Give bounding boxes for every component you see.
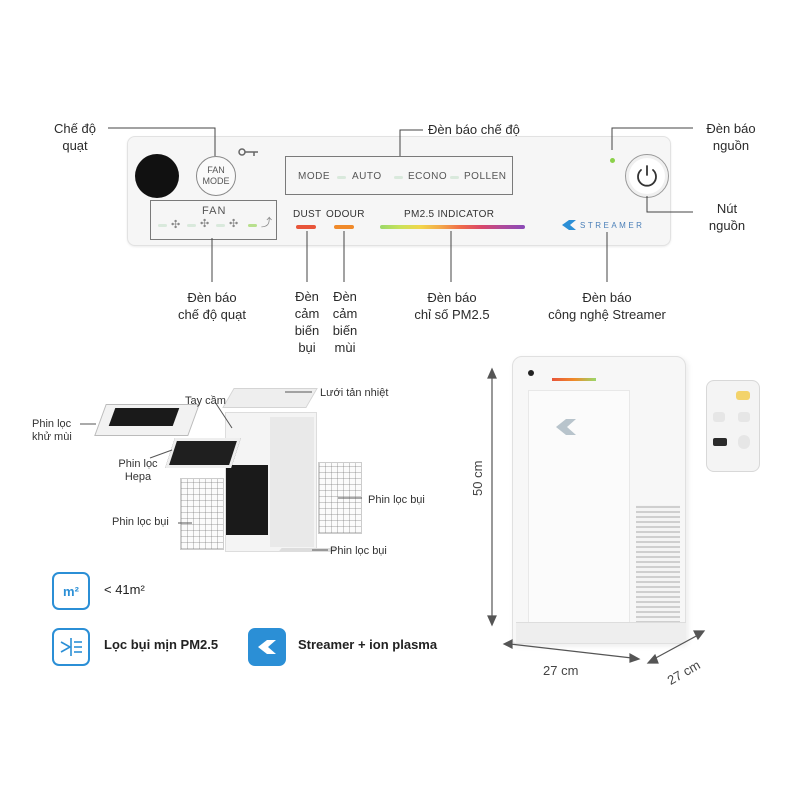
callout-power-led: Đèn báo nguồn	[706, 121, 756, 153]
fan-mode-button[interactable]: FAN MODE	[196, 156, 236, 196]
unit-filter-cavity	[226, 465, 268, 535]
label-handle: Tay cầm	[185, 395, 226, 407]
streamer-logo-icon	[562, 220, 576, 230]
streamer-label: STREAMER	[580, 221, 645, 230]
fan-led-4	[248, 224, 257, 227]
purifier-side-grille	[636, 505, 680, 623]
callout-streamer: Đèn báo công nghệ Streamer	[548, 290, 666, 322]
econo-led	[394, 176, 403, 179]
pollen-led	[450, 176, 459, 179]
pm25-led-bar	[380, 225, 525, 229]
label-hepa-filter: Phin lọc Hepa	[118, 458, 158, 483]
filter-icon-graphic	[60, 638, 82, 656]
streamer-feature-icon	[248, 628, 286, 666]
callout-fan-indicator: Đèn báo chế độ quạt	[178, 290, 246, 322]
odour-label: ODOUR	[326, 209, 365, 220]
fan-speed-1-icon: ✣	[171, 219, 181, 231]
remote-key-1	[713, 412, 725, 422]
econo-label: ECONO	[408, 171, 448, 182]
purifier-front-panel	[528, 390, 630, 624]
streamer-text: Streamer + ion plasma	[298, 637, 438, 652]
mode-indicator-box	[285, 156, 513, 195]
fan-indicator-box	[150, 200, 277, 240]
area-icon-text: m²	[63, 583, 79, 599]
purifier-base	[516, 622, 686, 643]
pm25-filter-icon	[52, 628, 90, 666]
width-dimension: 27 cm	[543, 663, 579, 678]
area-feature-icon: m²	[52, 572, 90, 610]
callout-odour-sensor: Đèn cảm biến mùi	[332, 289, 358, 355]
child-lock-icon	[238, 148, 258, 156]
fan-speed-3-icon: ✣	[229, 218, 239, 230]
label-dust-filter-right: Phin lọc bụi	[368, 494, 425, 506]
fan-label: FAN	[202, 205, 227, 217]
callout-mode-indicator: Đèn báo chế độ	[428, 122, 520, 137]
fan-mode-line2: MODE	[202, 176, 230, 186]
fan-speed-2-icon: ✣	[200, 218, 210, 230]
remote-key-2	[738, 412, 750, 422]
remote-power-key	[736, 391, 750, 400]
auto-led	[337, 176, 346, 179]
unit-side	[270, 417, 314, 547]
power-button[interactable]	[625, 154, 669, 198]
dust-led	[296, 225, 316, 229]
mode-label: MODE	[298, 171, 330, 182]
exploded-view	[30, 370, 430, 570]
power-icon	[637, 165, 657, 187]
fan-led-3	[216, 224, 225, 227]
remote-key-3	[713, 438, 727, 446]
streamer-icon-graphic	[258, 640, 276, 654]
exploded-callout-lines	[80, 391, 362, 551]
display-screen	[135, 154, 179, 198]
purifier-logo-icon	[556, 419, 576, 435]
remote-control	[706, 380, 760, 472]
callout-pm25: Đèn báo chỉ số PM2.5	[414, 290, 490, 322]
fan-mode-line1: FAN	[207, 165, 225, 175]
pm25-text: Lọc bụi mịn PM2.5	[104, 637, 219, 652]
pm25-label: PM2.5 INDICATOR	[404, 209, 495, 220]
purifier-display	[528, 370, 534, 376]
remote-key-4	[738, 435, 750, 449]
label-deodorizing-filter: Phin lọc khử mùi	[32, 418, 72, 443]
label-dust-filter-bottom: Phin lọc bụi	[330, 545, 387, 557]
label-heat-grille: Lưới tản nhiệt	[320, 387, 389, 399]
purifier-leds	[552, 378, 596, 381]
height-dimension: 50 cm	[470, 460, 485, 496]
odour-led	[334, 225, 354, 229]
area-text: < 41m²	[104, 582, 145, 597]
callout-dust-sensor: Đèn cảm biến bụi	[294, 289, 320, 355]
callout-power-button: Nút nguồn	[708, 201, 746, 233]
fan-led-2	[187, 224, 196, 227]
callout-lines	[108, 127, 693, 282]
auto-label: AUTO	[352, 171, 382, 182]
label-dust-filter-left: Phin lọc bụi	[112, 516, 169, 528]
callout-fan-mode: Chế độ quạt	[54, 121, 96, 153]
pollen-label: POLLEN	[464, 171, 507, 182]
fan-turbo-icon: ⤴	[261, 217, 272, 229]
dust-label: DUST	[293, 209, 322, 220]
fan-led-1	[158, 224, 167, 227]
power-led	[610, 158, 615, 163]
dust-filter-left	[180, 478, 224, 550]
